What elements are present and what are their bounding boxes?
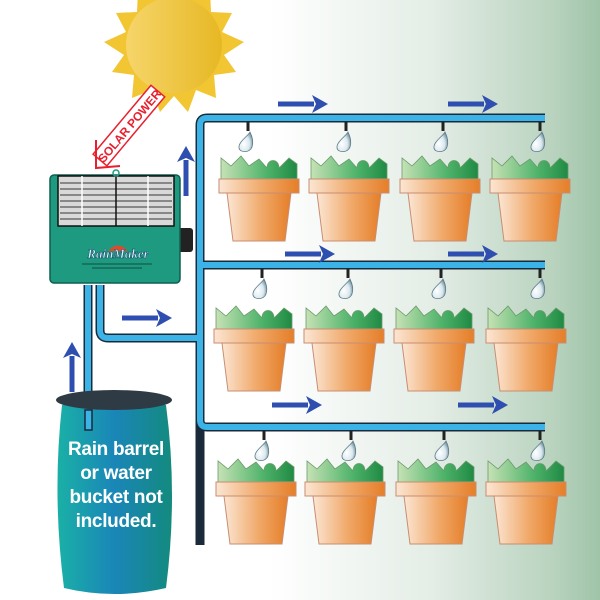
potted-plant-icon xyxy=(213,305,295,392)
potted-plant-icon xyxy=(218,155,300,242)
potted-plant-icon xyxy=(303,305,385,392)
drip-emitter-icon xyxy=(434,430,450,462)
potted-plant-icon xyxy=(485,305,567,392)
plant-row-3 xyxy=(215,458,567,545)
barrel-note-line: or water xyxy=(80,463,152,484)
flow-arrow-icon xyxy=(272,396,322,414)
rain-barrel xyxy=(56,390,172,594)
barrel-note-line: bucket not xyxy=(69,487,163,508)
drip-emitter-icon xyxy=(530,430,546,462)
barrel-note-line: included. xyxy=(75,511,157,532)
potted-plant-icon xyxy=(215,458,297,545)
potted-plant-icon xyxy=(489,155,571,242)
drip-emitter-icon xyxy=(433,121,449,153)
drip-emitter-icon xyxy=(431,268,447,300)
drip-emitter-icon xyxy=(254,430,270,462)
drip-emitter-icon xyxy=(341,430,357,462)
flow-arrow-icon xyxy=(278,95,328,113)
flow-arrow-icon xyxy=(285,245,335,263)
drip-emitter-icon xyxy=(238,121,254,153)
solar-controller: RainMaker xyxy=(49,169,193,284)
barrel-note: Rain barrel or water bucket not included… xyxy=(56,438,176,534)
drip-emitter-icon xyxy=(338,268,354,300)
flow-arrow-icon xyxy=(122,309,172,327)
brand-logo: RainMaker xyxy=(86,246,149,261)
plant-row-1 xyxy=(218,155,571,242)
drip-emitter-icon xyxy=(530,121,546,153)
potted-plant-icon xyxy=(395,458,477,545)
solar-power-arrow-icon: SOLAR POWER xyxy=(92,84,166,170)
pipe-network xyxy=(83,113,545,545)
solar-power-label: SOLAR POWER xyxy=(95,87,164,166)
plant-row-2 xyxy=(213,305,567,392)
drip-emitter-icon xyxy=(252,268,268,300)
flow-arrow-icon xyxy=(458,396,508,414)
potted-plant-icon xyxy=(308,155,390,242)
potted-plant-icon xyxy=(485,458,567,545)
sun-icon xyxy=(104,0,244,112)
barrel-note-line: Rain barrel xyxy=(68,439,164,460)
flow-arrow-icon xyxy=(448,95,498,113)
drip-emitter-icon xyxy=(530,268,546,300)
drip-emitter-icon xyxy=(336,121,352,153)
potted-plant-icon xyxy=(304,458,386,545)
potted-plant-icon xyxy=(393,305,475,392)
potted-plant-icon xyxy=(399,155,481,242)
flow-arrow-up-icon xyxy=(63,342,81,392)
flow-arrow-icon xyxy=(448,245,498,263)
